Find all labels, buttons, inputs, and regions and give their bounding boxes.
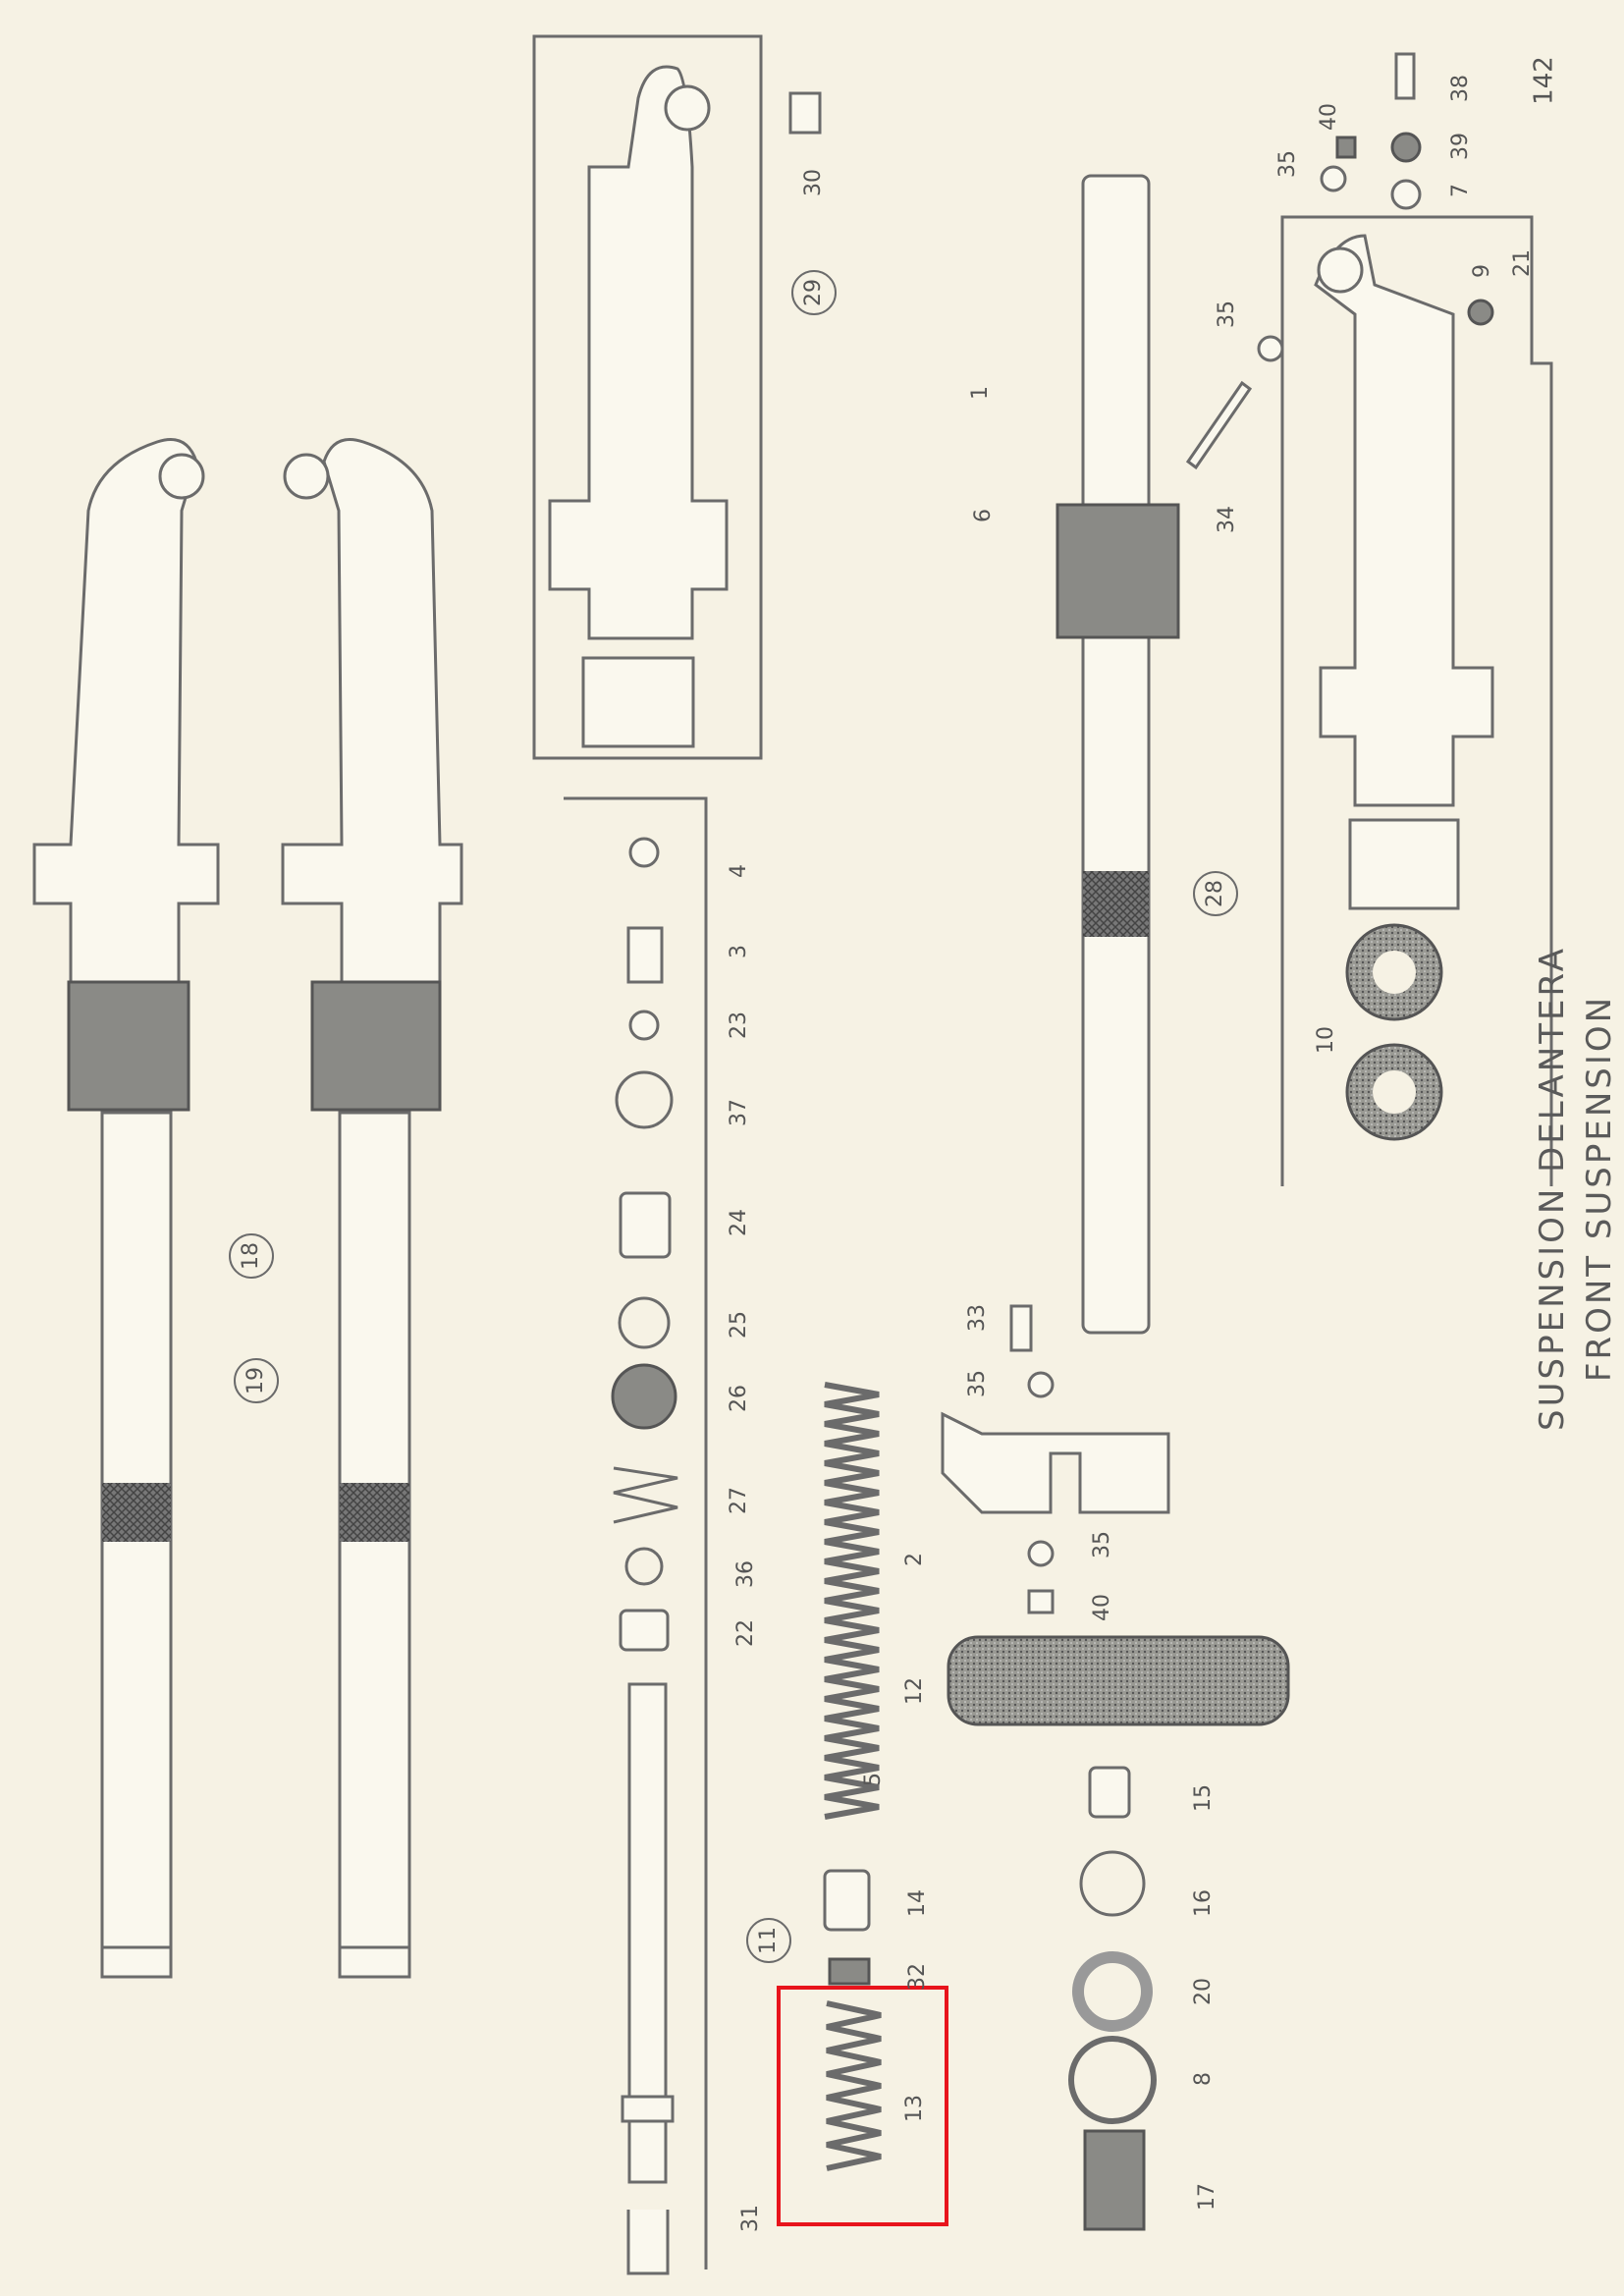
callout-label: 15 [1191,1784,1216,1812]
bolt-33 [1009,1304,1033,1352]
callout-circle [229,1233,274,1279]
stanchion-tube-1 [1081,174,1151,1335]
title-spanish: SUSPENSION DELANTERA [1533,946,1572,1431]
callout-circle [234,1358,279,1403]
callout-label: 32 [905,1963,930,1991]
callout-label: 28 [1203,880,1227,907]
fork-assembly-18 [281,438,463,1979]
washer-35c [1027,1540,1055,1567]
part-8 [1068,2036,1157,2124]
part-15 [1088,1766,1131,1819]
nut-40 [1027,1589,1055,1614]
title-english: FRONT SUSPENSION [1580,995,1619,1382]
callout-label: 16 [1191,1889,1216,1917]
callout-label: 3 [727,945,751,958]
spring-5 [824,1382,880,1820]
callout-label: 25 [727,1311,751,1339]
callout-label: 34 [1215,506,1239,533]
part-17 [1083,2129,1146,2231]
callout-label: 14 [905,1889,930,1917]
damper-parts-column [611,837,678,2275]
callout-label: 36 [733,1560,758,1588]
washer-35 [1257,335,1284,362]
callout-label: 35 [1090,1531,1114,1558]
callout-label: 26 [727,1385,751,1412]
callout-label: 33 [965,1304,990,1332]
callout-label: 37 [727,1099,751,1126]
subassembly-box-11 [564,796,708,2269]
part-30-bushing [788,91,822,135]
callout-label: 18 [239,1242,263,1270]
callout-label: 35 [965,1370,990,1397]
callout-circle [791,270,837,315]
bolt-34 [1185,380,1253,470]
callout-label: 39 [1448,133,1473,160]
callout-label: 38 [1448,75,1473,102]
part-14 [823,1869,871,1932]
part-2-bracket [941,1411,1170,1514]
part-6-cover [1056,503,1180,639]
fork-slider-29 [548,65,729,748]
highlight-box [777,1986,948,2226]
spring-13 [826,2000,882,2171]
callout-label: 31 [738,2205,763,2232]
callout-label: 9 [1470,264,1494,278]
callout-label: 4 [727,864,751,878]
callout-label: 6 [971,509,996,522]
part-32 [828,1957,871,1986]
callout-label: 19 [244,1367,268,1394]
callout-label: 24 [727,1209,751,1236]
callout-label: 12 [902,1677,927,1705]
callout-label: 21 [1510,249,1535,277]
part-16 [1079,1850,1146,1917]
callout-label: 29 [801,279,826,306]
callout-label: 5 [861,1773,886,1786]
callout-label: 40 [1317,103,1341,131]
part-31 [626,2210,670,2275]
callout-circle [746,1918,791,1963]
small-hardware-top [1320,52,1422,210]
callout-label: 1 [968,386,993,400]
part-20 [1072,1951,1153,2032]
callout-label: 8 [1191,2072,1216,2086]
callout-label: 35 [1215,301,1239,328]
callout-label: 22 [733,1619,758,1647]
callout-label: 7 [1448,184,1473,197]
callout-label: 30 [801,169,826,196]
callout-label: 10 [1314,1026,1338,1054]
callout-label: 13 [902,2095,927,2122]
subassembly-box-28 [1280,215,1553,1186]
callout-label: 35 [1275,150,1300,178]
fork-assembly-19 [32,438,220,1979]
callout-label: 11 [756,1927,781,1954]
callout-label: 23 [727,1011,751,1039]
fork-slider-28 [1314,234,1494,1141]
callout-label: 40 [1090,1594,1114,1621]
subassembly-box-29 [532,34,763,760]
callout-label: 2 [902,1553,927,1566]
callout-circle [1193,871,1238,916]
part-12-plate [947,1635,1290,1726]
washer-35b [1027,1371,1055,1398]
callout-label: 17 [1195,2183,1219,2211]
callout-label: 20 [1191,1978,1216,2005]
page-number: 142 [1530,56,1559,105]
callout-label: 27 [727,1487,751,1514]
